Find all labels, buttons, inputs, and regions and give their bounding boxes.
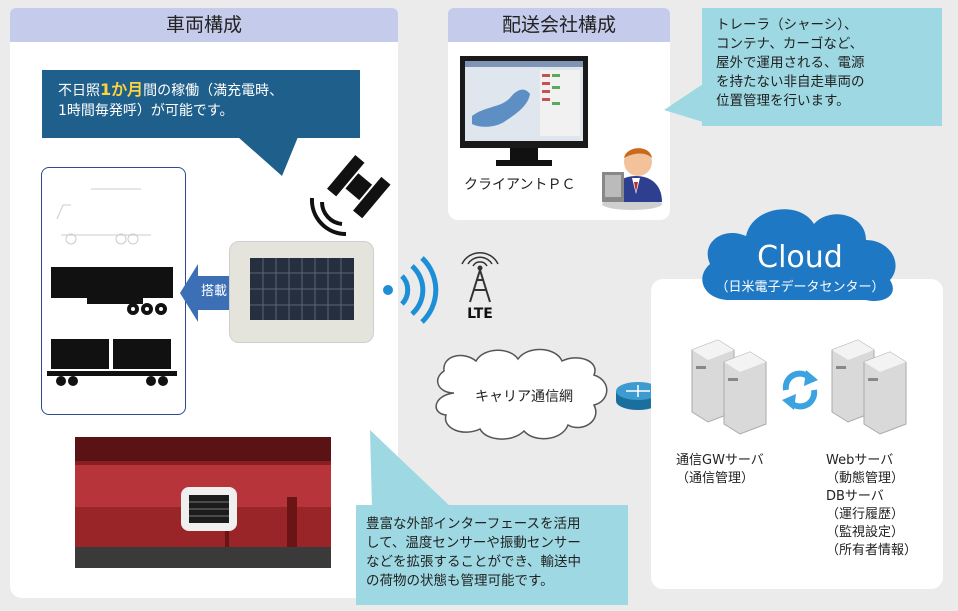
bottom-note-line: などを拡張することができ、輸送中 xyxy=(366,554,582,570)
company-header: 配送会社構成 xyxy=(448,8,670,42)
web-server-line: （監視設定） xyxy=(826,525,905,540)
user-icon xyxy=(602,148,662,210)
web-server-icon xyxy=(831,339,907,435)
bottom-note: 豊富な外部インターフェースを活用 して、温度センサーや振動センサー などを拡張す… xyxy=(356,505,628,605)
trailer-truck-icon xyxy=(51,267,173,315)
operation-callout: 不日照1か月間の稼働（満充電時、 1時間毎発呼）が可能です。 xyxy=(42,70,360,138)
callout-highlight: 1か月 xyxy=(100,80,144,99)
lte-antenna-icon xyxy=(461,252,499,303)
web-server-line: （所有者情報） xyxy=(826,543,918,558)
bottom-note-line: して、温度センサーや振動センサー xyxy=(366,535,581,551)
cloud-title: Cloud xyxy=(757,240,843,275)
bottom-note-line: の荷物の状態も管理可能です。 xyxy=(366,573,554,589)
bottom-note-line: 豊富な外部インターフェースを活用 xyxy=(366,516,581,532)
lte-label: LTE xyxy=(467,306,493,322)
mount-arrow-icon xyxy=(180,264,230,322)
datacenter-panel xyxy=(651,279,943,589)
solar-panel-icon xyxy=(250,258,354,320)
cloud-icon xyxy=(702,209,896,302)
callout-line2: 1時間毎発呼）が可能です。 xyxy=(58,103,234,119)
client-pc-label: クライアントＰＣ xyxy=(464,177,576,193)
top-note-line: 屋外で運用される、電源 xyxy=(716,55,865,71)
monitor-icon xyxy=(460,56,588,166)
top-note-line: トレーラ（シャーシ）、 xyxy=(716,17,858,33)
web-server-label: Webサーバ （動態管理） DBサーバ （運行履歴） （監視設定） （所有者情報… xyxy=(826,452,942,560)
sync-arrows-icon xyxy=(782,370,818,410)
web-server-line: （動態管理） xyxy=(826,471,905,486)
callout-pre: 不日照 xyxy=(58,83,100,99)
mount-label: 搭載 xyxy=(200,284,227,299)
installed-device-photo xyxy=(75,437,331,568)
vehicle-header: 車両構成 xyxy=(10,8,398,42)
gw-server-icon xyxy=(691,339,767,435)
web-server-line: DBサーバ xyxy=(826,489,884,504)
top-note-line: を持たない非自走車両の xyxy=(716,74,865,90)
gw-server-line: （通信管理） xyxy=(676,471,755,486)
top-note: トレーラ（シャーシ）、 コンテナ、カーゴなど、 屋外で運用される、電源 を持たな… xyxy=(702,8,942,126)
satellite-icon xyxy=(309,155,391,237)
web-server-line: Webサーバ xyxy=(826,453,894,468)
callout-post: 間の稼働（満充電時、 xyxy=(143,83,284,99)
gw-server-label: 通信GWサーバ （通信管理） xyxy=(676,452,796,488)
top-note-line: 位置管理を行います。 xyxy=(716,93,850,109)
cloud-subtitle: （日米電子データセンター） xyxy=(715,280,885,295)
rail-container-icon xyxy=(47,339,177,386)
router-icon xyxy=(616,382,660,410)
wireless-signal-icon xyxy=(383,256,439,324)
faint-chassis-icon xyxy=(56,188,151,245)
top-note-line: コンテナ、カーゴなど、 xyxy=(716,36,864,52)
web-server-line: （運行履歴） xyxy=(826,507,905,522)
vehicle-silhouettes xyxy=(47,188,177,386)
carrier-network-cloud xyxy=(435,348,608,440)
carrier-network-label: キャリア通信網 xyxy=(475,389,573,405)
gw-server-line: 通信GWサーバ xyxy=(676,453,764,468)
